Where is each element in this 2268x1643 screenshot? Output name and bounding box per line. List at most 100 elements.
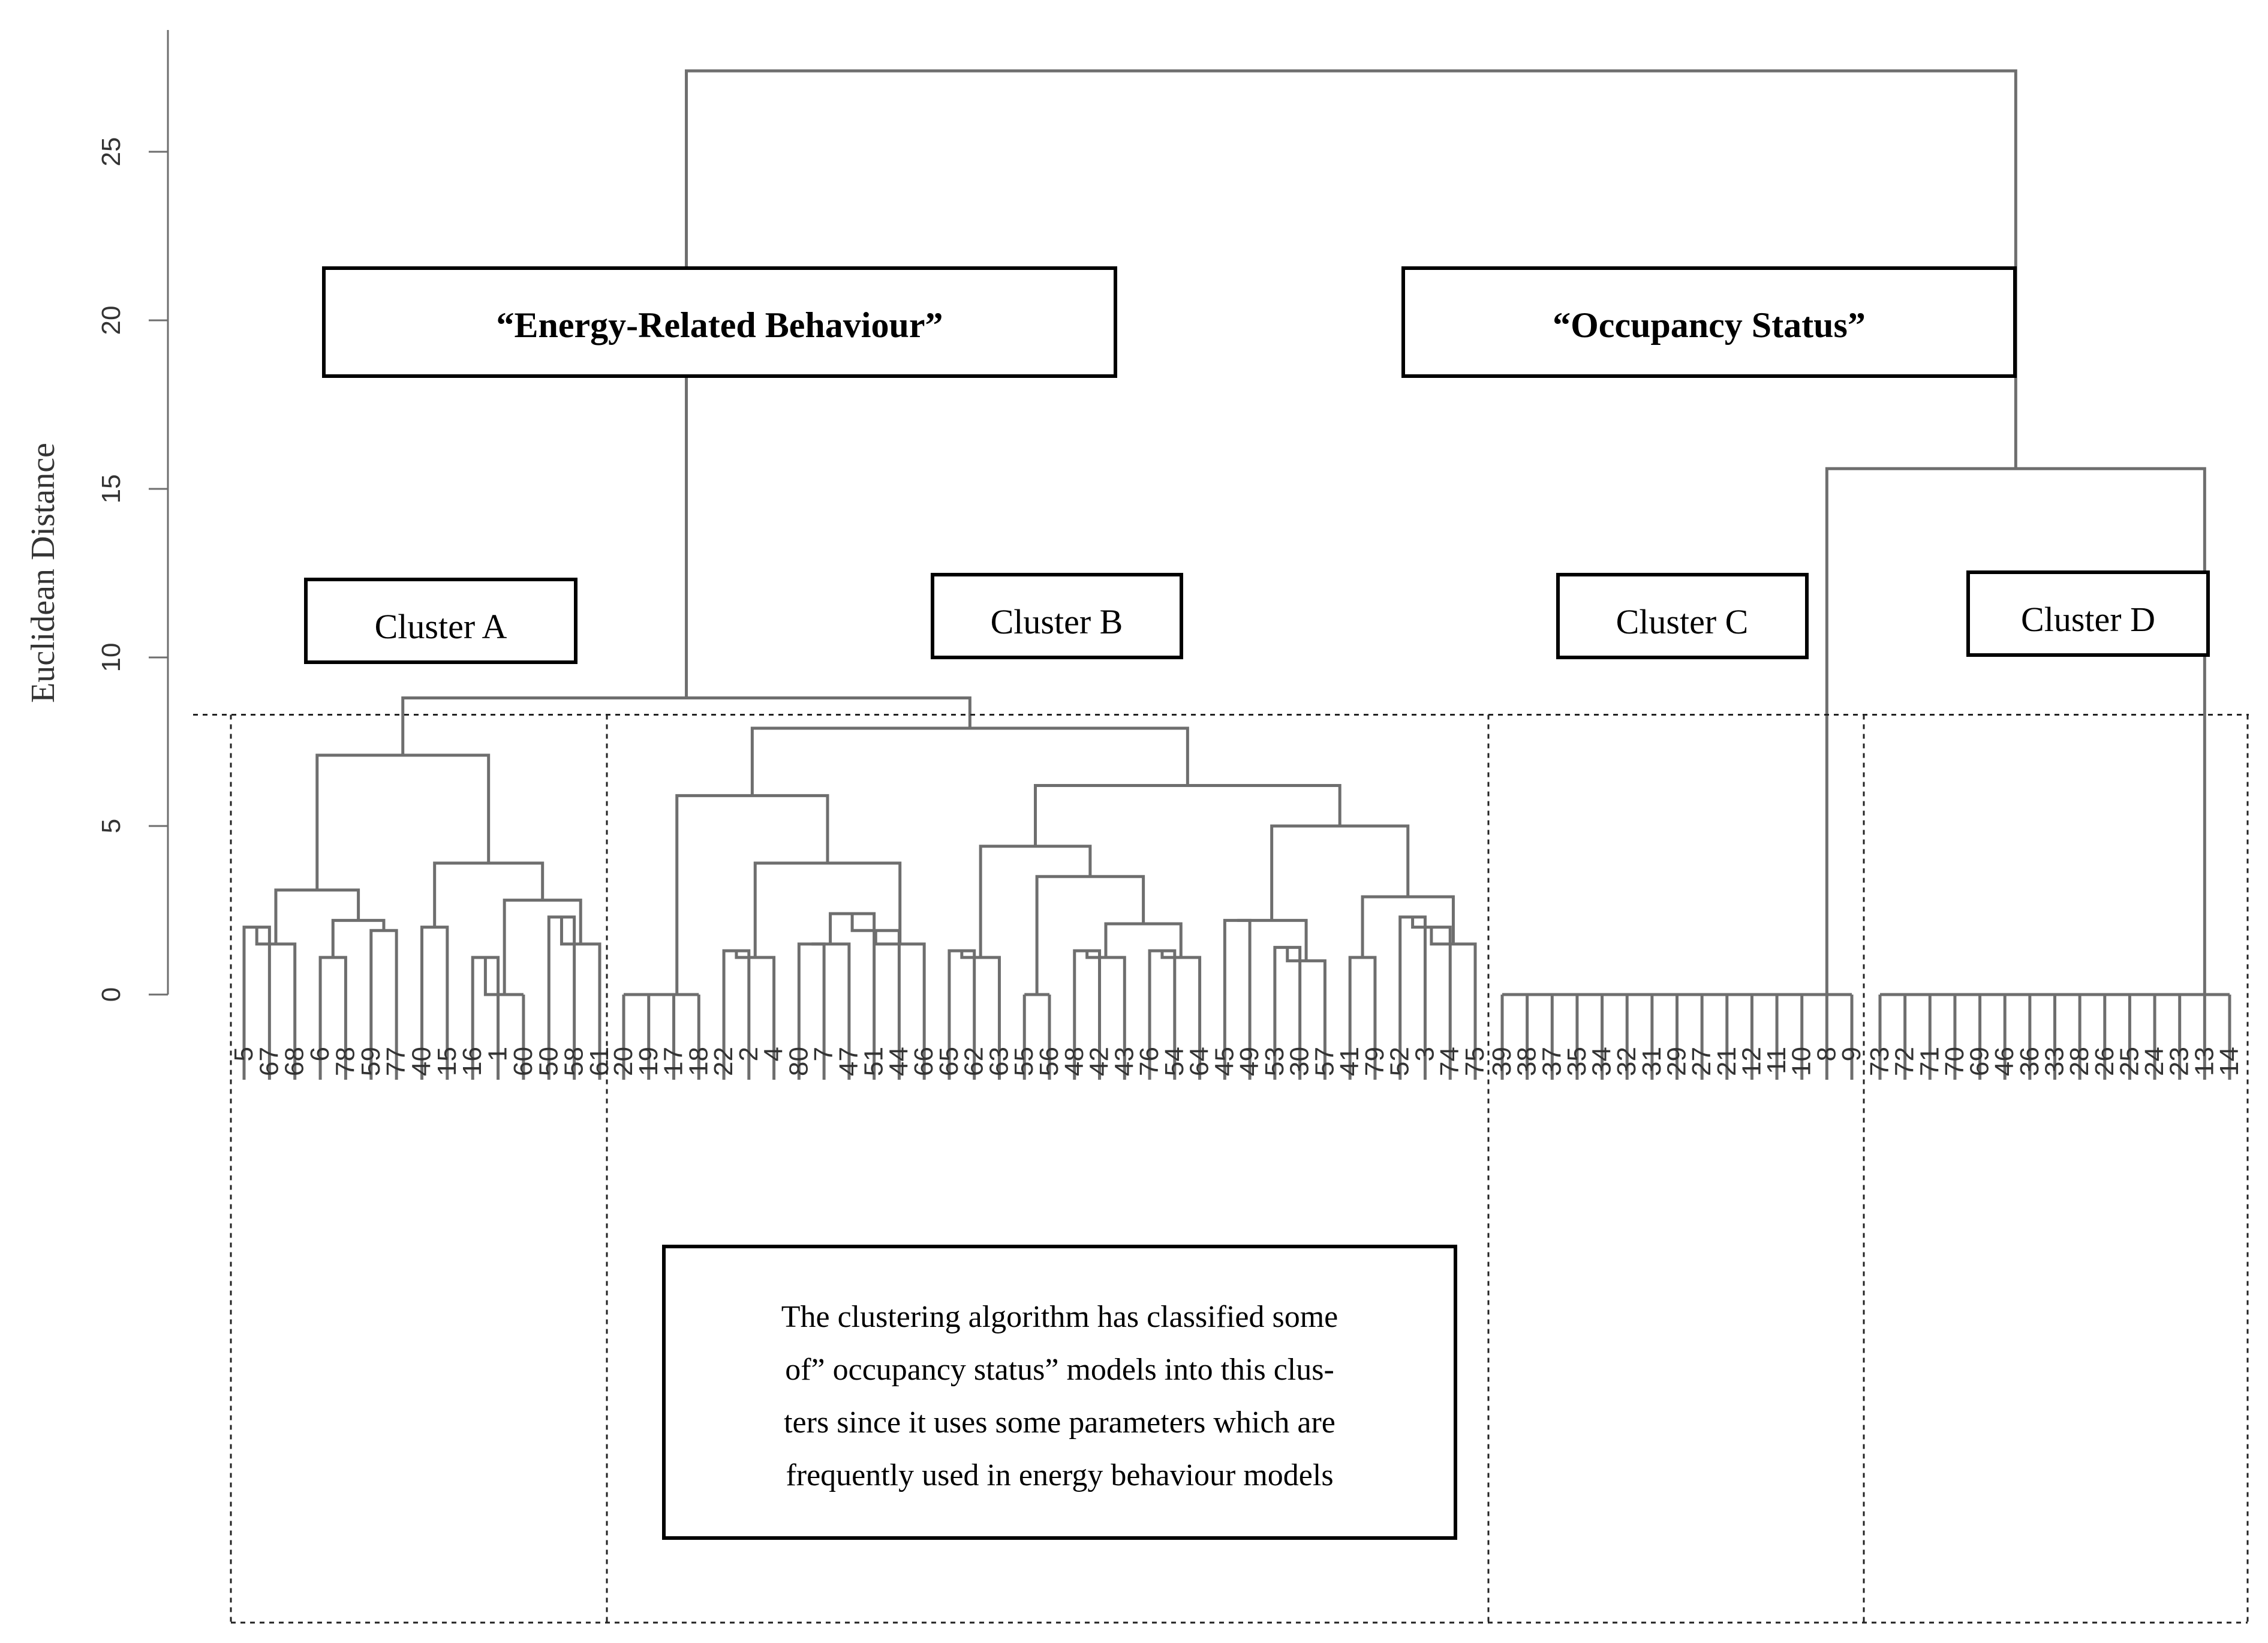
merge-link: [369, 929, 398, 995]
merge-link: [331, 918, 386, 958]
annotation-boxes: “Energy-Related Behaviour” “Occupancy St…: [304, 266, 2210, 1540]
leaf-label: 70: [1940, 1047, 1969, 1076]
merge-link: [1223, 918, 1252, 995]
leaf-label: 61: [585, 1047, 614, 1076]
y-tick-label: 15: [97, 474, 126, 504]
leaf-label: 20: [609, 1047, 638, 1076]
merge-link: [1034, 784, 1341, 846]
leaf-label: 37: [1537, 1047, 1566, 1076]
merge-link: [1237, 918, 1308, 961]
leaf-label: 59: [356, 1047, 386, 1076]
leaf-label: 46: [1990, 1047, 2019, 1076]
leaf-label: 52: [1385, 1047, 1415, 1076]
leaf-label: 6: [305, 1047, 335, 1061]
merge-link: [979, 845, 1092, 958]
leaf-label: 3: [1410, 1047, 1439, 1061]
leaf-label: 78: [330, 1047, 360, 1076]
leaf-label: 21: [1712, 1047, 1741, 1076]
cluster-d-box: [1966, 570, 2210, 657]
leaf-label: 53: [1260, 1047, 1289, 1076]
y-tick-label: 25: [97, 137, 126, 167]
leaf-label: 49: [1235, 1047, 1264, 1076]
leaf-label: 45: [1210, 1047, 1239, 1076]
leaf-label: 5: [229, 1047, 258, 1061]
leaf-label: 13: [2189, 1047, 2219, 1076]
leaf-label: 68: [280, 1047, 309, 1076]
leaf-label: 73: [1865, 1047, 1894, 1076]
group-box-occupancy: [1401, 266, 2017, 378]
group-label-occupancy: “Occupancy Status”: [1553, 305, 1866, 345]
leaf-label: 54: [1160, 1047, 1189, 1076]
leaf-label: 14: [2215, 1047, 2244, 1076]
note-line-2: of” occupancy status” models into this c…: [785, 1353, 1334, 1387]
leaf-label: 34: [1587, 1047, 1617, 1076]
leaf-label: 16: [458, 1047, 487, 1076]
leaf-label: 31: [1637, 1047, 1667, 1076]
leaf-label: 35: [1562, 1047, 1592, 1076]
cluster-c-box: [1556, 573, 1809, 659]
leaf-label: 67: [254, 1047, 284, 1076]
leaf-label: 51: [859, 1047, 889, 1076]
leaf-label: 40: [407, 1047, 437, 1076]
leaf-label: 62: [959, 1047, 989, 1076]
leaf-label: 12: [1737, 1047, 1766, 1076]
group-label-energy: “Energy-Related Behaviour”: [497, 305, 943, 345]
y-tick-label: 0: [97, 987, 126, 1002]
note-line-3: ters since it uses some parameters which…: [784, 1405, 1335, 1440]
leaf-label: 74: [1435, 1047, 1464, 1076]
merge-link: [503, 899, 582, 995]
dendrogram-tree: [242, 69, 2231, 1080]
leaf-label: 23: [2165, 1047, 2194, 1076]
leaf-label: 65: [934, 1047, 964, 1076]
leaf-labels: 5676867859774015161605058612019171822248…: [229, 1047, 2244, 1076]
leaf-label: 32: [1612, 1047, 1641, 1076]
leaf-label: 30: [1285, 1047, 1315, 1076]
leaf-label: 15: [432, 1047, 462, 1076]
leaf-label: 9: [1837, 1047, 1866, 1061]
y-tick-label: 10: [97, 643, 126, 672]
leaf-label: 55: [1009, 1047, 1039, 1076]
note-box: [662, 1245, 1457, 1540]
merge-link: [274, 888, 360, 944]
y-tick-label: 20: [97, 306, 126, 335]
leaf-label: 4: [759, 1047, 789, 1061]
cluster-b-label: Cluster B: [991, 602, 1123, 641]
merge-link: [1398, 915, 1427, 995]
merge-link: [685, 69, 2017, 698]
merge-link: [1035, 875, 1145, 995]
leaf-label: 72: [1890, 1047, 1920, 1076]
cluster-regions: [193, 714, 2249, 1624]
leaf-label: 44: [884, 1047, 913, 1076]
merge-link: [315, 753, 491, 890]
leaf-label: 76: [1135, 1047, 1164, 1076]
leaf-label: 17: [659, 1047, 688, 1076]
merge-link: [797, 942, 826, 995]
leaf-label: 64: [1185, 1047, 1214, 1076]
leaf-label: 25: [2114, 1047, 2144, 1076]
leaf-label: 66: [909, 1047, 939, 1076]
leaf-label: 1: [483, 1047, 513, 1061]
leaf-label: 77: [381, 1047, 411, 1076]
leaf-label: 63: [984, 1047, 1013, 1076]
merge-link: [420, 926, 449, 995]
note-line-1: The clustering algorithm has classified …: [781, 1300, 1338, 1334]
leaf-label: 48: [1060, 1047, 1089, 1076]
leaf-label: 11: [1762, 1047, 1791, 1074]
merge-link: [318, 956, 347, 995]
leaf-label: 71: [1915, 1047, 1944, 1076]
note-line-4: frequently used in energy behaviour mode…: [786, 1458, 1333, 1492]
leaf-label: 75: [1460, 1047, 1490, 1076]
leaf-label: 29: [1662, 1047, 1692, 1076]
y-axis-label: Euclidean Distance: [25, 443, 62, 703]
cluster-c-label: Cluster C: [1616, 602, 1749, 641]
merge-link: [483, 957, 524, 996]
leaf-label: 42: [1085, 1047, 1114, 1076]
merge-link: [401, 696, 971, 755]
leaf-label: 69: [1965, 1047, 1995, 1076]
leaf-label: 38: [1512, 1047, 1542, 1076]
merge-link: [1104, 922, 1183, 958]
leaf-label: 2: [734, 1047, 763, 1061]
leaf-label: 8: [1812, 1047, 1841, 1061]
merge-link: [1348, 956, 1377, 995]
leaf-label: 60: [509, 1047, 538, 1076]
